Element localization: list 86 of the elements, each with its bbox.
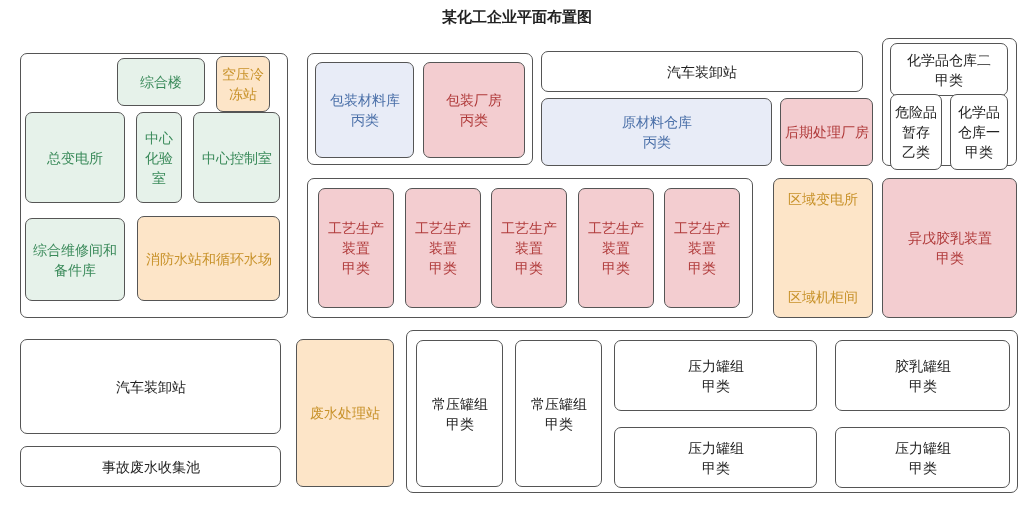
building-box — [20, 446, 281, 487]
hazard-class: 甲类 — [429, 259, 457, 278]
building-box — [193, 112, 280, 203]
building-box — [117, 58, 205, 106]
building-label: 工艺生产装置 — [501, 219, 557, 258]
building-box — [318, 188, 394, 308]
building-box — [890, 43, 1008, 96]
building-box — [614, 340, 817, 411]
hazard-class: 甲类 — [965, 143, 993, 162]
diagram-title: 某化工企业平面布置图 — [440, 8, 593, 27]
building-label: 压力罐组 — [687, 438, 744, 458]
hazard-class: 甲类 — [515, 259, 543, 278]
building-label: 空压冷冻站 — [221, 65, 265, 104]
hazard-class: 丙类 — [642, 133, 671, 152]
building-label: 工艺生产装置 — [674, 219, 730, 258]
building-label: 工艺生产装置 — [328, 219, 384, 258]
hazard-class: 甲类 — [908, 458, 937, 478]
building-label: 综合维修间和备件库 — [32, 240, 118, 280]
building-label: 中心控制室 — [201, 148, 272, 168]
building-label: 后期处理厂房 — [784, 123, 869, 142]
building-label: 区域机柜间 — [788, 288, 858, 307]
building-box — [614, 427, 817, 488]
hazard-class: 甲类 — [935, 70, 963, 90]
building-box — [664, 188, 740, 308]
building-label: 异戊胶乳装置 — [907, 229, 992, 248]
hazard-class: 甲类 — [445, 414, 474, 434]
building-box — [835, 427, 1010, 488]
hazard-class: 丙类 — [350, 111, 379, 130]
hazard-class: 甲类 — [602, 259, 630, 278]
building-box — [541, 98, 772, 166]
building-label: 消防水站和循环水场 — [145, 249, 272, 269]
hazard-class: 甲类 — [908, 376, 937, 396]
area-frame — [406, 330, 1018, 493]
building-box — [780, 98, 873, 166]
building-box — [773, 178, 873, 318]
building-box — [950, 94, 1008, 170]
building-box — [541, 51, 863, 92]
building-box — [578, 188, 654, 308]
building-box — [25, 112, 125, 203]
hazard-class: 甲类 — [342, 259, 370, 278]
building-box — [423, 62, 525, 158]
area-frame — [20, 53, 288, 318]
building-label: 综合楼 — [140, 73, 182, 92]
building-label: 压力罐组 — [687, 356, 744, 376]
building-box — [491, 188, 567, 308]
building-box — [25, 218, 125, 301]
building-label: 总变电所 — [47, 148, 103, 168]
building-box — [890, 94, 942, 170]
building-box — [20, 339, 281, 434]
building-box — [835, 340, 1010, 411]
building-label: 常压罐组 — [431, 394, 488, 414]
hazard-class: 甲类 — [935, 249, 964, 268]
building-box — [405, 188, 481, 308]
building-box — [137, 216, 280, 301]
hazard-class: 甲类 — [701, 458, 730, 478]
building-label: 汽车装卸站 — [115, 377, 186, 397]
building-label: 压力罐组 — [894, 438, 951, 458]
hazard-class: 甲类 — [701, 376, 730, 396]
hazard-class: 甲类 — [688, 259, 716, 278]
hazard-class: 甲类 — [544, 414, 573, 434]
area-frame — [307, 178, 753, 318]
building-box — [136, 112, 182, 203]
building-label: 事故废水收集池 — [101, 457, 200, 477]
building-label: 化学品仓库二 — [907, 50, 991, 70]
building-label: 原材料仓库 — [621, 113, 692, 132]
building-label: 工艺生产装置 — [588, 219, 644, 258]
hazard-class: 乙类 — [902, 143, 930, 162]
building-label: 化学品仓库一 — [957, 103, 1001, 142]
building-label: 包装材料库 — [329, 91, 400, 110]
building-box — [315, 62, 414, 158]
building-label: 汽车装卸站 — [667, 62, 737, 82]
building-box — [882, 178, 1017, 318]
building-label: 胶乳罐组 — [894, 356, 951, 376]
building-label: 中心化验室 — [144, 128, 174, 188]
building-label: 区域变电所 — [788, 190, 858, 209]
building-label: 常压罐组 — [530, 394, 587, 414]
building-label: 危险品暂存 — [894, 103, 938, 142]
building-label: 工艺生产装置 — [415, 219, 471, 258]
hazard-class: 丙类 — [460, 111, 488, 130]
building-box — [416, 340, 503, 487]
area-frame — [307, 53, 533, 165]
building-box — [296, 339, 394, 487]
building-box — [216, 56, 270, 112]
building-label: 废水处理站 — [310, 404, 380, 423]
building-box — [515, 340, 602, 487]
building-label: 包装厂房 — [446, 91, 502, 110]
